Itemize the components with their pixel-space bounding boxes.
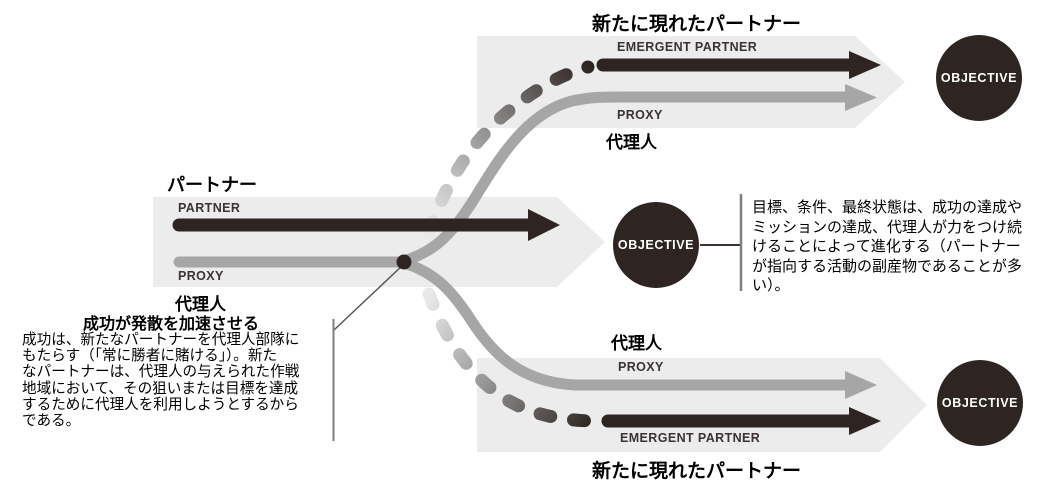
top-proxy-arrowhead	[845, 84, 877, 111]
objective-node-top-label: OBJECTIVE	[940, 71, 1018, 85]
objective-note-line: ミッションの達成、代理人が力をつけ続	[752, 218, 1023, 236]
middle-proxy-label: PROXY	[178, 269, 224, 283]
bottom-flow-title: 新たに現れたパートナー	[592, 461, 802, 482]
objective-node-top: OBJECTIVE	[936, 35, 1022, 121]
top-proxy-label: PROXY	[617, 108, 663, 122]
bottom-proxy-label-jp: 代理人	[611, 334, 662, 353]
objective-note-line: い）。	[752, 277, 790, 294]
bottom-proxy-curve	[402, 257, 847, 391]
objective-note-line: 目標、条件、最終状態は、成功の達成や	[752, 199, 1023, 216]
top-flow-title: 新たに現れたパートナー	[592, 14, 802, 35]
objective-node-middle: OBJECTIVE	[613, 202, 699, 288]
middle-flow-title: パートナー	[167, 175, 257, 195]
bottom-proxy-arrowhead	[845, 371, 877, 399]
objective-note-line: けることによって進化する（パートナー	[752, 238, 1021, 255]
middle-partner-arrowhead	[528, 209, 560, 241]
divergence-note: 成功は、新たなパートナーを代理人部隊に もたらす（「常に勝者に賭ける」）。新た …	[22, 332, 299, 429]
top-proxy-label-jp: 代理人	[606, 133, 657, 152]
objective-note-line: が指向する活動の副産物であることが多	[752, 257, 1022, 275]
bottom-dashed-path	[422, 287, 599, 428]
divergence-note-line: 成功は、新たなパートナーを代理人部隊に	[22, 332, 300, 348]
divergence-note-line: である。	[22, 413, 81, 430]
top-emergent-partner-label: EMERGENT PARTNER	[617, 40, 758, 54]
middle-partner-label: PARTNER	[178, 201, 241, 215]
top-proxy-curve	[402, 91, 847, 267]
divergence-note-line: するために代理人を利用しようとするから	[22, 396, 299, 413]
top-dashed-path	[422, 60, 595, 239]
bottom-emergent-partner-label: EMERGENT PARTNER	[620, 431, 761, 445]
bottom-emergent-arrowhead	[849, 407, 881, 435]
objective-node-bottom: OBJECTIVE	[937, 360, 1023, 446]
divergence-note-line: もたらす（「常に勝者に賭ける」）。新た	[22, 348, 278, 365]
top-emergent-arrowhead	[849, 51, 881, 79]
objective-note: 目標、条件、最終状態は、成功の達成や ミッションの達成、代理人が力をつけ続 ける…	[752, 198, 1022, 296]
callout-diagonal-line	[333, 263, 405, 331]
middle-proxy-label-jp: 代理人	[175, 295, 226, 314]
divergence-note-heading: 成功が発散を加速させる	[83, 316, 260, 333]
objective-node-middle-label: OBJECTIVE	[617, 238, 695, 252]
divergence-note-line: 地域において、その狙いまたは目標を達成	[22, 380, 299, 397]
bottom-proxy-label: PROXY	[618, 360, 664, 374]
divergence-note-line: なパートナーは、代理人の与えられた作戦	[22, 364, 300, 381]
divergence-point-dot	[396, 254, 412, 270]
objective-node-bottom-label: OBJECTIVE	[941, 396, 1019, 410]
